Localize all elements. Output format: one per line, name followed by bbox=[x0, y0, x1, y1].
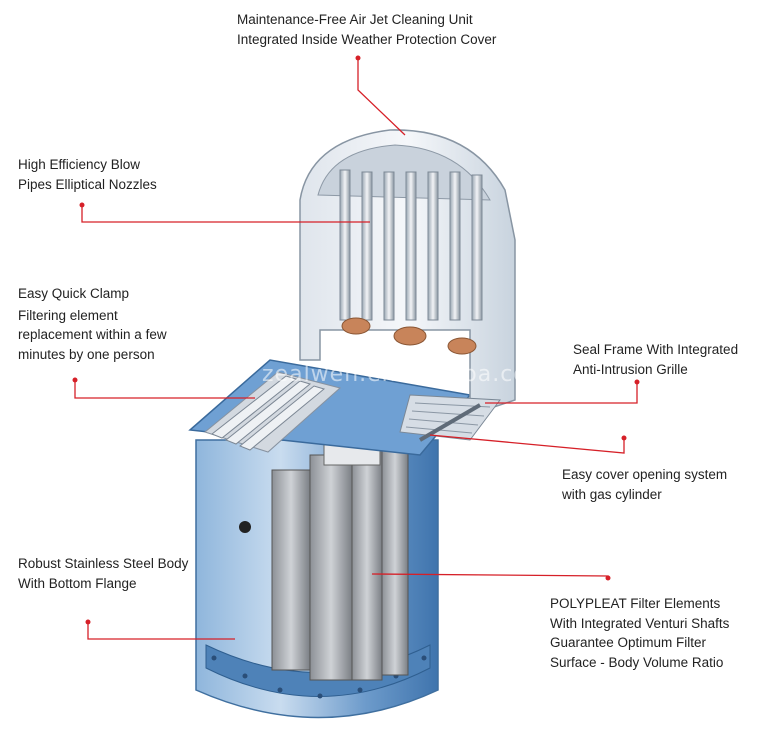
polypleat-filter-elements bbox=[271, 404, 409, 681]
callout-blow-pipes-line-1: High Efficiency Blow bbox=[18, 157, 141, 172]
callout-cover-opening-line-2: with gas cylinder bbox=[562, 486, 662, 502]
callout-quick-clamp-line-2: Filtering element bbox=[18, 307, 118, 323]
callout-steel-body: Robust Stainless Steel Body With Bottom … bbox=[18, 554, 188, 593]
leader-steel-body bbox=[87, 622, 235, 640]
watermark: zealwen.en.alibaba.com bbox=[262, 362, 551, 387]
callout-quick-clamp-line-3: replacement within a few bbox=[18, 327, 167, 342]
callout-seal-frame-line-1: Seal Frame With Integrated bbox=[573, 342, 739, 357]
leader-blow-pipes bbox=[81, 205, 370, 223]
leader-cover-opening bbox=[429, 434, 625, 454]
callout-polypleat-line-1: POLYPLEAT Filter Elements bbox=[550, 596, 721, 611]
callout-steel-body-line-2: With Bottom Flange bbox=[18, 575, 137, 591]
leader-lines bbox=[74, 58, 638, 640]
leader-quick-clamp bbox=[74, 380, 255, 399]
leader-air-jet bbox=[357, 58, 406, 136]
callout-quick-clamp-line-1: Easy Quick Clamp bbox=[18, 286, 130, 301]
gas-cylinder-strut bbox=[418, 403, 482, 442]
callout-polypleat-line-3: Guarantee Optimum Filter bbox=[550, 635, 707, 650]
callout-air-jet-line-1: Maintenance-Free Air Jet Cleaning Unit bbox=[237, 12, 473, 27]
callout-quick-clamp: Easy Quick Clamp Filtering element repla… bbox=[18, 284, 167, 364]
callout-seal-frame: Seal Frame With Integrated Anti-Intrusio… bbox=[573, 340, 738, 379]
callout-blow-pipes-line-2: Pipes Elliptical Nozzles bbox=[18, 176, 157, 192]
seal-frame-grille bbox=[399, 394, 501, 441]
blow-pipes bbox=[339, 169, 483, 321]
pulse-valves bbox=[341, 317, 477, 355]
callout-quick-clamp-line-4: minutes by one person bbox=[18, 346, 155, 362]
inspection-port-icon bbox=[239, 521, 251, 533]
callout-polypleat: POLYPLEAT Filter Elements With Integrate… bbox=[550, 594, 729, 672]
callout-seal-frame-line-2: Anti-Intrusion Grille bbox=[573, 361, 688, 377]
callout-polypleat-line-2: With Integrated Venturi Shafts bbox=[550, 615, 730, 631]
leader-dots bbox=[72, 55, 640, 625]
leader-seal-frame bbox=[485, 382, 638, 404]
callout-blow-pipes: High Efficiency Blow Pipes Elliptical No… bbox=[18, 155, 157, 194]
callout-polypleat-line-4: Surface - Body Volume Ratio bbox=[550, 654, 724, 670]
callout-air-jet: Maintenance-Free Air Jet Cleaning Unit I… bbox=[237, 10, 496, 49]
callout-cover-opening-line-1: Easy cover opening system bbox=[562, 467, 728, 482]
callout-air-jet-line-2: Integrated Inside Weather Protection Cov… bbox=[237, 31, 497, 47]
callout-cover-opening: Easy cover opening system with gas cylin… bbox=[562, 465, 727, 504]
callout-steel-body-line-1: Robust Stainless Steel Body bbox=[18, 556, 189, 571]
